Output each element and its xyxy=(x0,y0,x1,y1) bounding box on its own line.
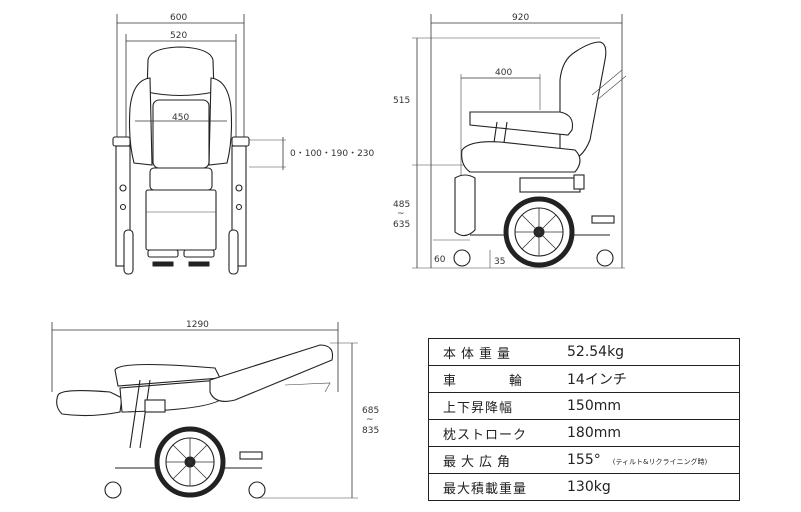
spec-note: (ティルト&リクライニング時) xyxy=(612,458,708,466)
spec-key: 最大積載重量 xyxy=(443,481,528,497)
spec-table: 本体重量 52.54kg 車輪 14インチ 上下昇降幅 150mm 枕ストローク… xyxy=(428,338,740,501)
spec-row: 最大広角 155°(ティルト&リクライニング時) xyxy=(428,446,740,474)
dim-backrest-height: 515 xyxy=(393,96,410,106)
dim-front-seat-width: 520 xyxy=(170,31,187,41)
dim-reclined-length: 1290 xyxy=(186,320,209,330)
spec-key: 車輪 xyxy=(428,365,551,393)
spec-value: 130kg xyxy=(567,479,611,495)
spec-key: 最大広角 xyxy=(428,446,551,474)
dim-side-depth: 920 xyxy=(512,13,529,23)
spec-key-char: 輪 xyxy=(508,373,523,389)
dim-armrest-heights: 0・100・190・230 xyxy=(290,149,375,159)
spec-key: 本体重量 xyxy=(428,338,551,366)
dim-reclined-height-min: 685 xyxy=(362,406,379,416)
spec-row: 枕ストローク 180mm xyxy=(428,419,740,447)
spec-value: 14インチ xyxy=(551,365,740,393)
dim-seat-height-min: 485 xyxy=(393,200,410,210)
dim-seat-height-tilde: ~ xyxy=(397,209,405,219)
spec-key: 枕ストローク xyxy=(428,419,551,447)
spec-row: 本体重量 52.54kg xyxy=(428,338,740,366)
dim-reclined-height-tilde: ~ xyxy=(366,415,374,425)
dim-front-inner-width: 450 xyxy=(172,113,189,123)
front-view: 600 520 450 0・100・190・230 xyxy=(112,13,375,275)
spec-row: 最大積載重量 130kg xyxy=(429,474,740,501)
reclined-view: 1290 685 ~ 835 xyxy=(51,320,379,499)
spec-row: 上下昇降幅 150mm xyxy=(428,392,740,420)
spec-key: 上下昇降幅 xyxy=(428,392,551,420)
spec-value: 150mm xyxy=(551,392,740,420)
dim-front-width: 600 xyxy=(170,13,187,23)
dim-caster-offset: 35 xyxy=(494,257,505,267)
dim-seat-depth: 400 xyxy=(495,68,512,78)
spec-value: 155°(ティルト&リクライニング時) xyxy=(551,446,740,474)
spec-value: 180mm xyxy=(551,419,740,447)
dim-footrest-clearance: 60 xyxy=(434,255,446,265)
spec-row: 車輪 14インチ xyxy=(428,365,740,393)
spec-value: 52.54kg xyxy=(551,338,740,366)
dim-seat-height-max: 635 xyxy=(393,220,410,230)
spec-key-char: 車 xyxy=(443,373,458,389)
dim-reclined-height-max: 835 xyxy=(362,426,379,436)
side-view: 920 515 485 ~ 635 400 xyxy=(393,13,627,269)
